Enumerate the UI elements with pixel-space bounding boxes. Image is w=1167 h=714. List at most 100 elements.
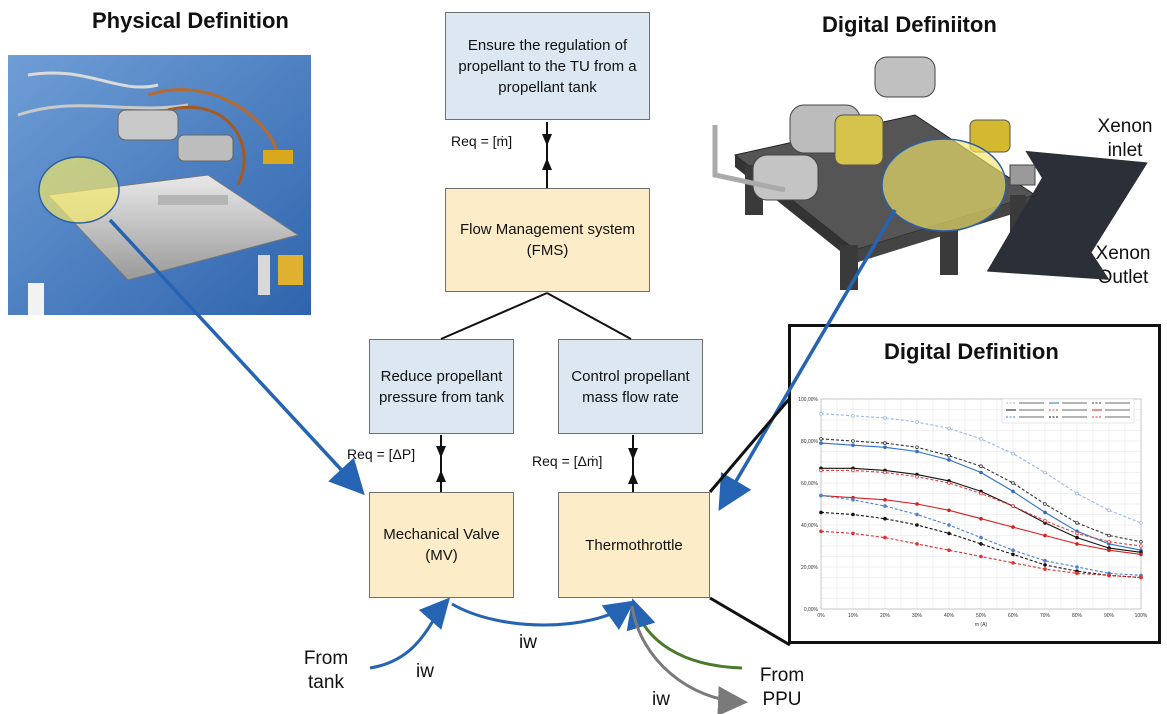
chart-x-tick-label: 50% [976, 613, 987, 619]
box-ensure-regulation-text: Ensure the regulation of propellant to t… [458, 36, 637, 96]
chart-data-point [851, 443, 855, 447]
chart-svg: 0,00%20,00%40,00%60,00%80,00%100,00%0%10… [798, 397, 1148, 628]
chart-data-point [915, 512, 919, 517]
chart-data-point [979, 437, 983, 441]
chart-data-point [947, 453, 951, 458]
physical-definition-heading: Physical Definition [92, 8, 289, 33]
chart-data-point [819, 441, 823, 445]
arrow-down-right [628, 448, 638, 460]
digital-definition-chart-heading: Digital Definition [884, 339, 1059, 364]
chart-data-point [1011, 552, 1015, 557]
chart-data-point [1075, 565, 1079, 569]
callout-line-top [708, 397, 792, 493]
chart-data-point [851, 468, 855, 473]
chart-data-point [1139, 552, 1143, 557]
chart-data-point [1011, 489, 1015, 494]
chart-data-point [1075, 571, 1079, 576]
chart-data-point [883, 516, 887, 521]
chart-data-point [979, 542, 983, 546]
chart-x-tick-label: 100% [1135, 613, 1148, 619]
chart-data-point [819, 529, 823, 534]
chart-data-point [1043, 533, 1047, 538]
chart-data-point [1139, 544, 1143, 548]
chart-data-point [1139, 521, 1143, 525]
iw-label-bottom: iw [652, 689, 670, 710]
chart-x-tick-label: 0% [817, 613, 825, 619]
chart-data-point [1011, 561, 1015, 565]
chart-data-point [947, 523, 951, 527]
from-ppu-label: From PPU [759, 665, 805, 710]
chart-x-tick-label: 30% [912, 613, 923, 619]
chart-data-point [915, 445, 919, 450]
chart-y-tick-label: 80,00% [801, 439, 819, 445]
from-tank-label: From tank [303, 648, 349, 693]
chart-data-point [915, 523, 919, 527]
chart-data-point [883, 445, 887, 450]
chart-x-tick-label: 40% [944, 613, 955, 619]
arrow-down-left [436, 446, 446, 458]
chart-data-point [1139, 540, 1143, 544]
arrow-photo-to-mv [108, 218, 365, 496]
box-thermo-text: Thermothrottle [585, 536, 683, 554]
box-mv-text: Mechanical Valve (MV) [383, 526, 500, 564]
chart-data-point [883, 535, 887, 540]
curve-from-tank [369, 597, 450, 670]
chart-data-point [1075, 535, 1079, 540]
chart-data-point [819, 411, 823, 416]
chart-data-point [1075, 531, 1079, 536]
chart-data-point [851, 531, 855, 536]
chart-data-point [883, 470, 887, 475]
chart-x-tick-label: 20% [880, 613, 891, 619]
curve-from-ppu-green [626, 598, 743, 670]
chart-data-point [1043, 502, 1047, 506]
physical-hardware-photo [8, 55, 311, 315]
chart-x-tick-label: 60% [1008, 613, 1019, 619]
chart-data-point [819, 493, 823, 498]
chart-data-point [819, 437, 823, 441]
digital-definition-heading: Digital Definiiton [822, 12, 997, 37]
chart-data-point [979, 464, 983, 468]
box-reduce-pressure: Reduce propellant pressure from tank [369, 339, 514, 434]
arrow-up-right [628, 472, 638, 484]
chart-data-point [915, 474, 919, 479]
chart-data-point [1107, 548, 1111, 553]
chart-data-point [819, 510, 823, 515]
box-ensure-regulation: Ensure the regulation of propellant to t… [445, 12, 650, 120]
chart-data-point [1011, 451, 1015, 456]
chart-data-point [915, 420, 919, 424]
chart-data-point [947, 458, 951, 462]
chart-data-point [1043, 519, 1047, 523]
box-thermothrottle: Thermothrottle [558, 492, 710, 598]
digital-cad-render [705, 45, 1045, 290]
req-label-right: Req = [Δṁ] [532, 453, 603, 469]
chart-y-tick-label: 0,00% [804, 607, 819, 613]
chart-x-tick-label: 80% [1072, 613, 1083, 619]
connector-fms-branch-left [440, 292, 548, 340]
chart-data-point [1075, 521, 1079, 525]
curve-mv-to-thermo [451, 600, 635, 631]
chart-data-point [1043, 563, 1047, 567]
chart-data-point [883, 441, 887, 445]
arrow-down-top [542, 134, 552, 146]
chart-data-point [915, 502, 919, 506]
chart-data-point [915, 542, 919, 546]
chart-data-point [1011, 548, 1015, 553]
digital-definition-chart-panel: Digital Definition 0,00%20,00%40,00%60,0… [788, 324, 1161, 644]
chart-data-point [1107, 573, 1111, 578]
chart-data-point [979, 470, 983, 475]
chart-y-tick-label: 60,00% [801, 481, 819, 487]
chart-data-point [1043, 470, 1047, 475]
xenon-inlet-arrow [1025, 150, 1148, 256]
chart-data-point [1075, 542, 1079, 546]
chart-data-point [947, 426, 951, 431]
callout-line-bottom [709, 596, 791, 647]
arrow-up-left [436, 470, 446, 482]
chart-data-point [1107, 508, 1111, 513]
chart-data-point [1011, 481, 1015, 485]
chart-x-tick-label: 10% [848, 613, 859, 619]
chart-x-axis-label: m (A) [975, 622, 988, 628]
box-control-mass-flow: Control propellant mass flow rate [558, 339, 703, 434]
chart-data-point [1011, 525, 1015, 529]
chart-data-point [1107, 533, 1111, 538]
